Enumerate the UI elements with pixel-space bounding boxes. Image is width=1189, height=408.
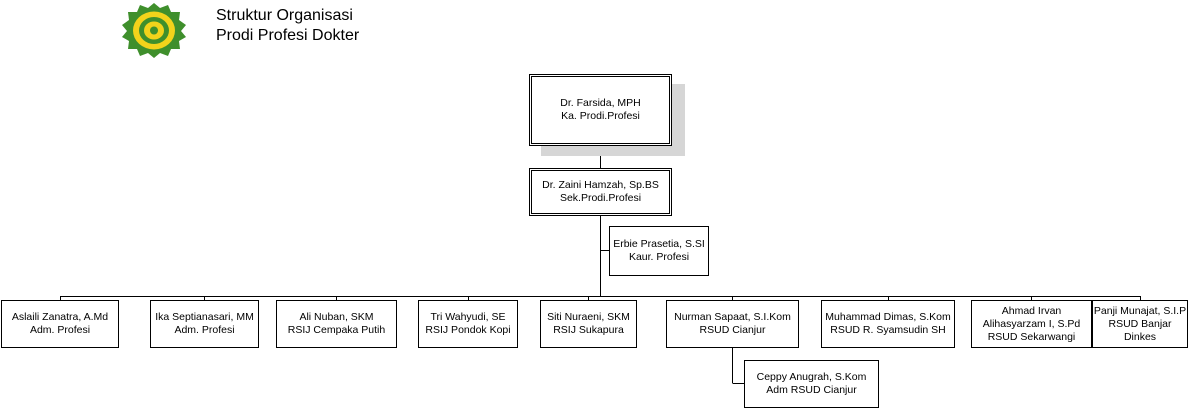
org-box-member: Ika Septianasari, MM Adm. Profesi [150, 300, 259, 348]
member-name: Aslaili Zanatra, A.Md [11, 311, 109, 323]
org-box-member: Aslaili Zanatra, A.Md Adm. Profesi [1, 300, 119, 348]
member-name: Nurman Sapaat, S.I.Kom [674, 311, 791, 323]
member-role: Adm. Profesi [174, 324, 235, 336]
org-box-member: Panji Munajat, S.I.P RSUD Banjar Dinkes [1092, 300, 1188, 348]
secretary-name: Dr. Zaini Hamzah, Sp.BS [542, 179, 659, 191]
member-name: Muhammad Dimas, S.Kom [825, 311, 951, 323]
title-line-2: Prodi Profesi Dokter [216, 27, 360, 44]
org-box-staff: Erbie Prasetia, S.SI Kaur. Profesi [609, 226, 709, 276]
member-name: Tri Wahyudi, SE [430, 311, 506, 323]
member-role: RSUD Banjar Dinkes [1108, 317, 1172, 343]
member-name: Panji Munajat, S.I.P [1093, 304, 1187, 317]
staff-role: Kaur. Profesi [628, 251, 690, 263]
member-name: Ahmad Irvan Alihasyarzam I, S.Pd [982, 304, 1081, 330]
member-role: RSUD R. Syamsudin SH [830, 324, 946, 336]
org-box-member: Ali Nuban, SKM RSIJ Cempaka Putih [276, 300, 397, 348]
member-role: RSIJ Cempaka Putih [287, 324, 386, 336]
head-name: Dr. Farsida, MPH [560, 97, 641, 109]
org-box-member: Nurman Sapaat, S.I.Kom RSUD Cianjur [666, 300, 799, 348]
org-box-head: Dr. Farsida, MPH Ka. Prodi.Profesi [529, 74, 672, 146]
member-role: RSUD Sekarwangi [987, 330, 1076, 343]
title-line-1: Struktur Organisasi [216, 7, 353, 24]
org-box-member: Siti Nuraeni, SKM RSIJ Sukapura [540, 300, 637, 348]
member-role: RSIJ Sukapura [553, 324, 624, 336]
org-box-sub-member: Ceppy Anugrah, S.Kom Adm RSUD Cianjur [744, 360, 879, 408]
org-box-member: Muhammad Dimas, S.Kom RSUD R. Syamsudin … [821, 300, 955, 348]
org-box-member: Tri Wahyudi, SE RSIJ Pondok Kopi [418, 300, 518, 348]
member-role: RSIJ Pondok Kopi [425, 324, 511, 336]
chart-title: Struktur Organisasi Prodi Profesi Dokter [216, 6, 359, 46]
org-box-secretary: Dr. Zaini Hamzah, Sp.BS Sek.Prodi.Profes… [529, 168, 672, 216]
member-role: Adm. Profesi [29, 324, 91, 336]
sub-member-name: Ceppy Anugrah, S.Kom [756, 371, 867, 383]
member-name: Ali Nuban, SKM [299, 311, 374, 323]
secretary-role: Sek.Prodi.Profesi [559, 192, 642, 204]
org-box-member: Ahmad Irvan Alihasyarzam I, S.Pd RSUD Se… [971, 300, 1092, 348]
staff-name: Erbie Prasetia, S.SI [613, 238, 705, 250]
member-name: Siti Nuraeni, SKM [547, 311, 630, 323]
member-role: RSUD Cianjur [699, 324, 766, 336]
head-role: Ka. Prodi.Profesi [561, 110, 640, 122]
university-seal-icon [122, 3, 186, 58]
sub-member-role: Adm RSUD Cianjur [766, 384, 857, 396]
member-name: Ika Septianasari, MM [155, 311, 254, 323]
